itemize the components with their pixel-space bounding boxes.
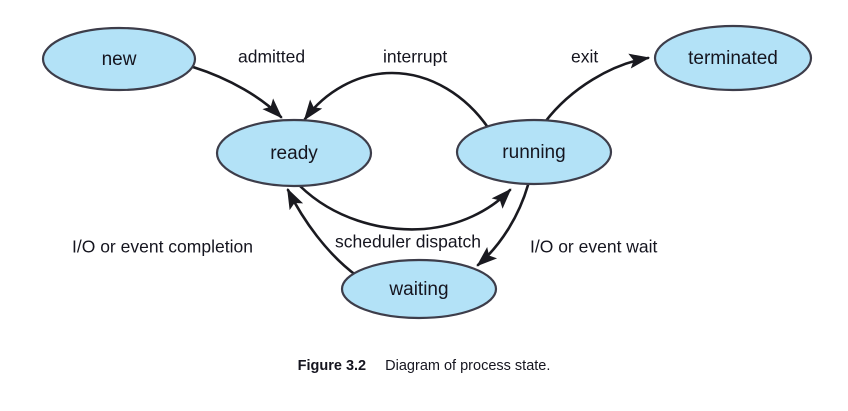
edge-labels-layer: admitted interrupt exit scheduler dispat… — [72, 47, 658, 257]
node-ready-shape[interactable] — [215, 118, 373, 188]
node-waiting-shape[interactable] — [340, 258, 498, 320]
node-waiting-label: waiting — [388, 279, 448, 300]
edges-layer — [191, 53, 651, 278]
node-terminated-label: terminated — [688, 48, 778, 69]
figure-caption-text: Diagram of process state. — [385, 358, 551, 374]
edge-io-wait-path — [476, 183, 530, 267]
edge-label-exit: exit — [571, 47, 598, 67]
node-terminated-shape[interactable] — [653, 24, 813, 92]
node-running[interactable]: running — [455, 118, 613, 186]
edge-label-interrupt: interrupt — [383, 47, 447, 67]
edge-label-admitted: admitted — [238, 47, 305, 67]
edge-io-complete-path — [286, 188, 359, 278]
node-running-label: running — [502, 142, 565, 163]
node-ready-label: ready — [270, 143, 318, 164]
nodes-layer: new ready running terminated waiting — [41, 24, 813, 320]
edge-exit-path — [543, 53, 651, 124]
node-waiting[interactable]: waiting — [340, 258, 498, 320]
figure-caption: Figure 3.2 Diagram of process state. — [0, 358, 848, 374]
edge-label-io-event-completion: I/O or event completion — [72, 237, 253, 257]
edge-label-scheduler-dispatch: scheduler dispatch — [335, 232, 481, 252]
edge-dispatch-path — [298, 184, 512, 231]
node-new-shape[interactable] — [41, 26, 197, 92]
edge-interrupt-path — [303, 71, 493, 134]
node-ready[interactable]: ready — [215, 118, 373, 188]
edge-admitted-path — [191, 65, 283, 119]
node-new-label: new — [102, 49, 137, 70]
node-new[interactable]: new — [41, 26, 197, 92]
node-terminated[interactable]: terminated — [653, 24, 813, 92]
node-running-shape[interactable] — [455, 118, 613, 186]
figure-caption-title: Figure 3.2 — [297, 358, 367, 374]
edge-label-io-event-wait: I/O or event wait — [530, 237, 658, 257]
